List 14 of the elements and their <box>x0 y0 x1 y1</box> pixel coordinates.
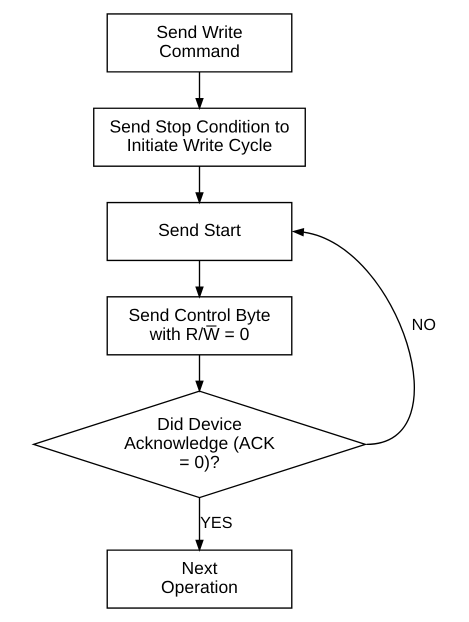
arrow <box>194 355 204 393</box>
node-diamond: Did Device Acknowledge (ACK = 0)? <box>30 390 368 498</box>
arrow <box>194 72 204 110</box>
arrow <box>194 260 204 299</box>
node-box: Send Start <box>106 202 292 262</box>
node-box: Next Operation <box>106 549 292 609</box>
node-box: Send Write Command <box>106 13 292 73</box>
node-box: Send Stop Condition to Initiate Write Cycle <box>92 108 306 167</box>
node-box: Send Control Byte with R/W̅ = 0 <box>106 296 292 356</box>
arrow <box>194 166 204 204</box>
edge-label: NO <box>411 316 436 334</box>
arrow <box>291 228 414 446</box>
arrow <box>194 498 204 552</box>
edge-label: YES <box>200 514 232 532</box>
